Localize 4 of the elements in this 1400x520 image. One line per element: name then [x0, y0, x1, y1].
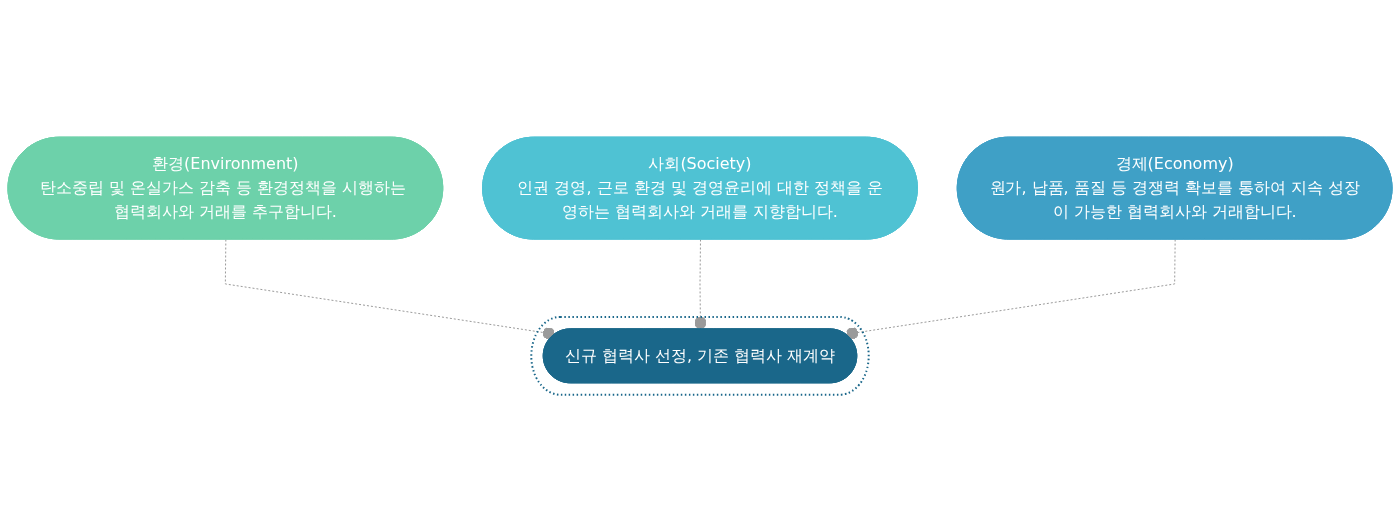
- connector: [845, 239, 1176, 340]
- connector: [694, 239, 707, 330]
- node-box: 신규 협력사 선정, 기존 협력사 재계약: [530, 315, 870, 396]
- connector: [224, 239, 556, 340]
